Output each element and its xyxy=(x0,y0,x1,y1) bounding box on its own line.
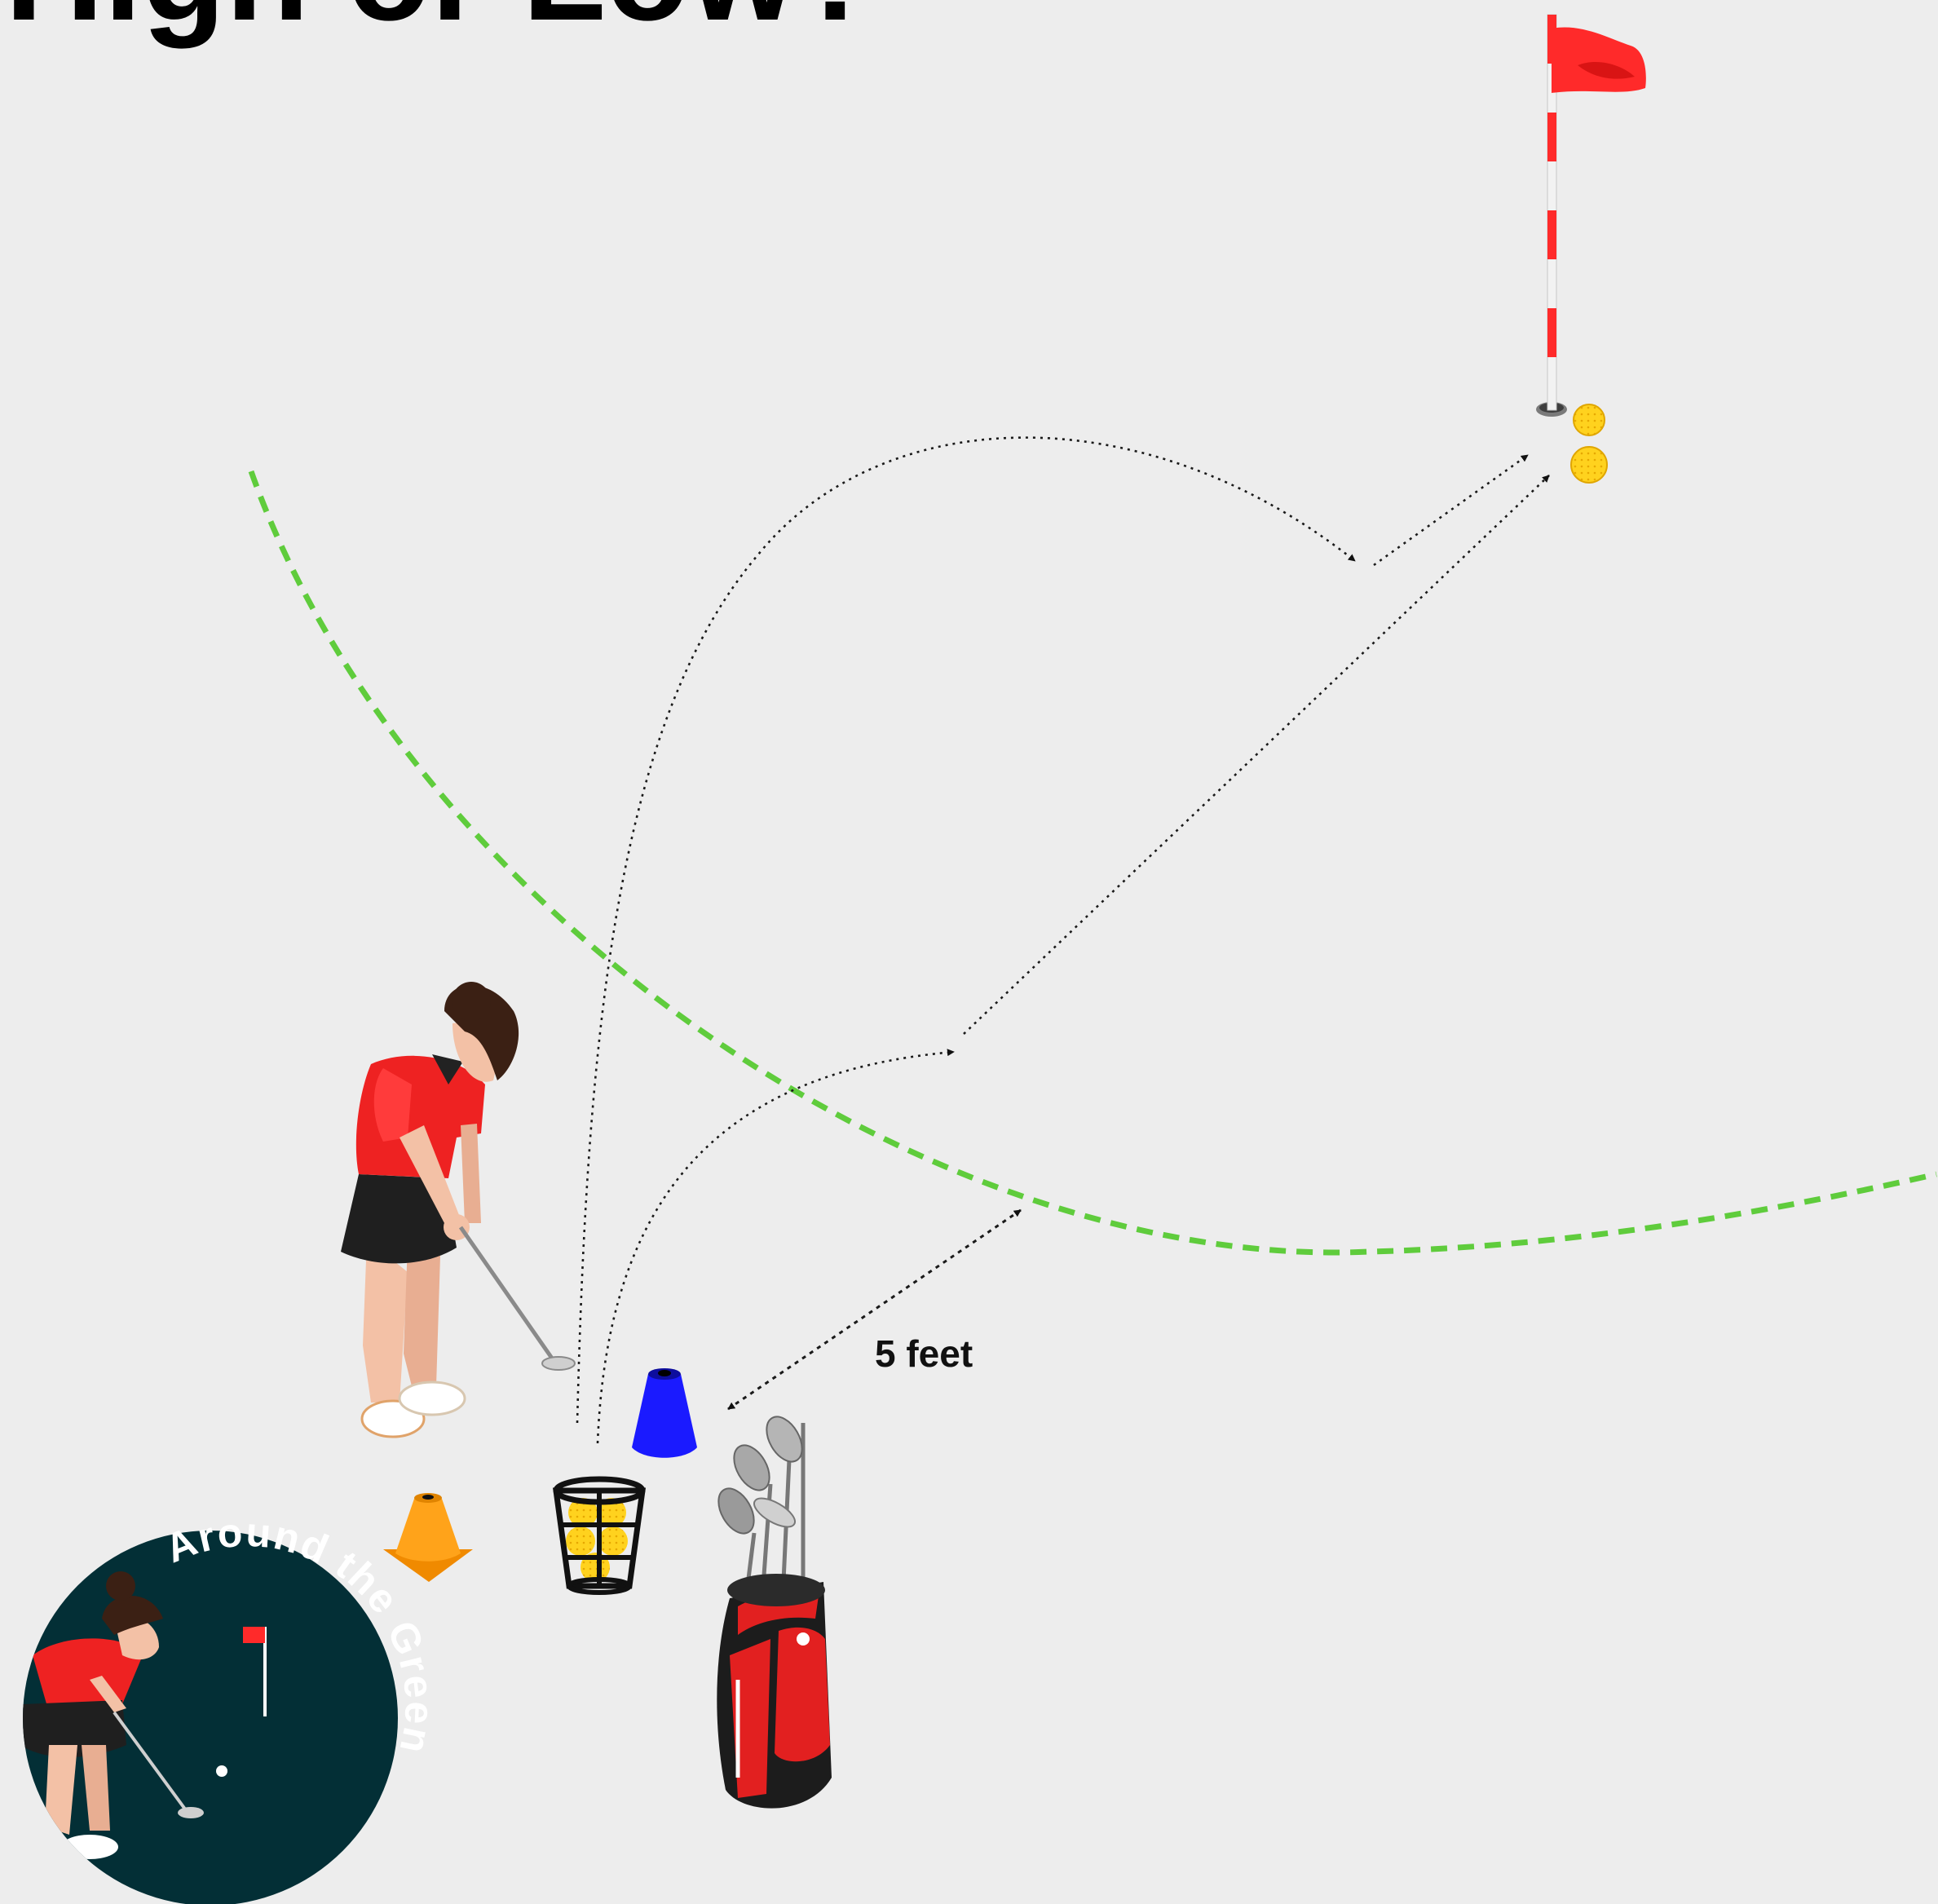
distance-arrow xyxy=(728,1210,1021,1409)
golf-ball-icon xyxy=(1571,404,1607,483)
flagstick-icon xyxy=(1536,15,1646,417)
golfer-illustration xyxy=(341,982,575,1437)
high-shot-path xyxy=(577,438,1528,1423)
around-the-green-badge: Around the Green xyxy=(20,1509,443,1904)
blue-cone-icon xyxy=(632,1368,697,1458)
golf-bag-icon xyxy=(711,1411,832,1809)
distance-label: 5 feet xyxy=(875,1332,973,1375)
green-edge-line xyxy=(251,471,1936,1252)
orange-cone-icon xyxy=(383,1493,473,1582)
low-shot-path xyxy=(598,475,1549,1443)
ball-bucket-icon xyxy=(556,1479,642,1593)
